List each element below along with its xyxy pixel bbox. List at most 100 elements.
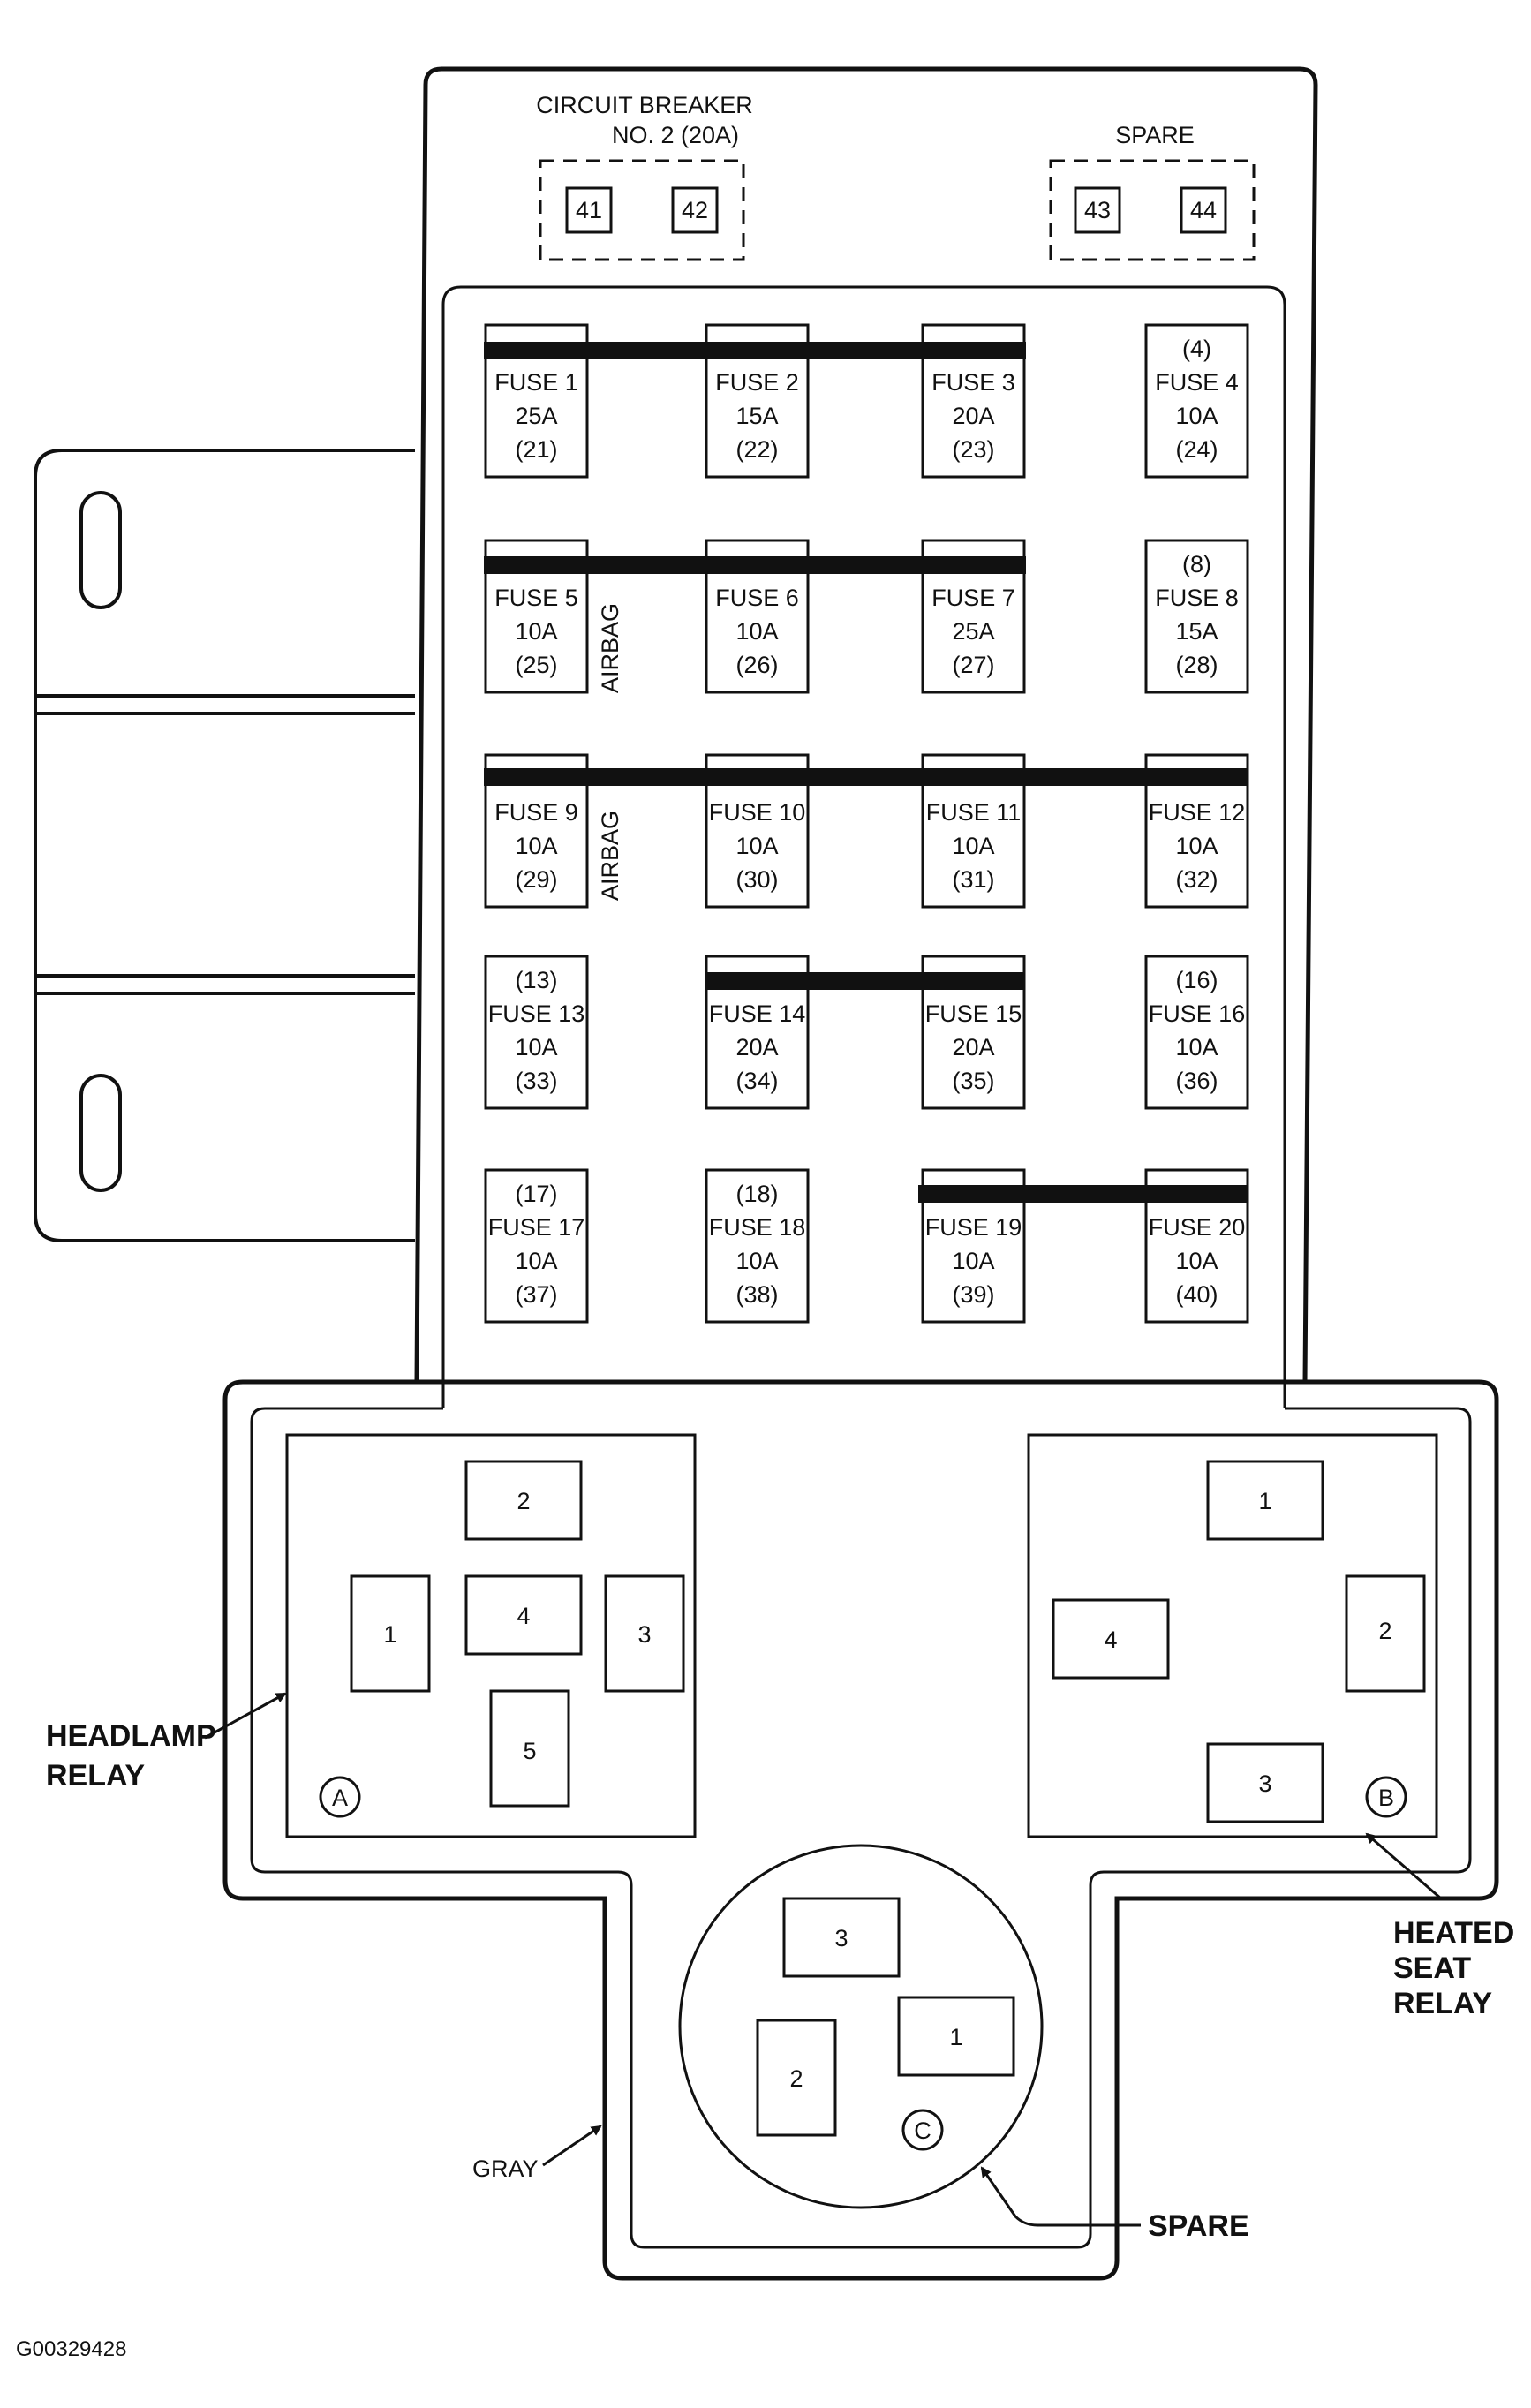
fuse-17-cavity: (37) [515,1281,557,1308]
fuse-20-amp: 10A [1175,1248,1218,1274]
fuse-10-outline [705,753,810,909]
fuse-20-outline [1144,1168,1249,1324]
relay-a-letter-circle [319,1776,361,1818]
fuse-1-name: FUSE 1 [494,369,578,396]
relay-c-terminal-1-label: 1 [949,2024,962,2050]
relay-c-letter: C [914,2117,931,2144]
callout-headlamp-line2: RELAY [46,1759,145,1793]
fuse-9-amp: 10A [515,833,557,859]
spare-relay: 3 2 1 C [678,1844,1044,2209]
fuse-20-name: FUSE 20 [1149,1214,1246,1241]
fuse-18-cavity: (38) [735,1281,778,1308]
callout-gray-text: GRAY [472,2155,539,2182]
fuse-4-name: FUSE 4 [1155,369,1239,396]
fuse-5-amp: 10A [515,618,557,645]
fuse-8-top: (8) [1182,551,1211,577]
fuse-7-name: FUSE 7 [931,585,1015,611]
headlamp-arrow [204,1692,287,1740]
fuse-12-cavity: (32) [1175,866,1218,893]
fuse-10-cavity: (30) [735,866,778,893]
cavity-44-label: 44 [1190,197,1217,223]
callout-headlamp: HEADLAMP RELAY [46,1692,287,1793]
fuse-17-amp: 10A [515,1248,557,1274]
fuse-4-top: (4) [1182,336,1211,362]
fuse-19-name: FUSE 19 [925,1214,1022,1241]
fuse-16: (16) FUSE 16 10A (36) [1144,955,1249,1110]
mounting-bracket [34,449,415,1242]
relay-b-terminal-1 [1206,1460,1324,1541]
fuse-6-amp: 10A [735,618,778,645]
heated-seat-arrow [1365,1832,1442,1900]
fuse-14-amp: 20A [735,1034,778,1061]
relay-a-terminal-4-label: 4 [517,1603,530,1629]
fuse-15-cavity: (35) [952,1068,994,1094]
fuse-4-cavity: (24) [1175,436,1218,463]
fuse-6-cavity: (26) [735,652,778,678]
fuse-13-cavity: (33) [515,1068,557,1094]
fuse-11-cavity: (31) [952,866,994,893]
cavity-41-label: 41 [576,197,602,223]
cavity-44 [1180,186,1227,234]
relay-c-terminal-3 [782,1897,901,1978]
fuse-1-amp: 25A [515,403,557,429]
fuse-16-top: (16) [1175,967,1218,993]
relay-b-terminal-4-label: 4 [1104,1627,1117,1653]
fuse-panel [441,285,1286,1408]
bus-bar-row1 [484,342,1026,359]
fuse-19-amp: 10A [952,1248,994,1274]
callout-gray: GRAY [472,2125,602,2182]
top-spare-label: SPARE [1115,122,1195,148]
relay-a-terminal-1-label: 1 [383,1621,396,1648]
relay-c-terminal-3-label: 3 [834,1925,848,1951]
spare-outline [1049,159,1256,261]
fuse-16-cavity: (36) [1175,1068,1218,1094]
fuse-16-amp: 10A [1175,1034,1218,1061]
fuse-5-outline [484,539,589,694]
spare-arrow [980,2166,1141,2227]
airbag-label-1: AIRBAG [597,603,623,693]
fuse-17-name: FUSE 17 [488,1214,585,1241]
fuse-2-name: FUSE 2 [715,369,799,396]
heated-seat-relay: 1 4 2 3 B [1027,1433,1438,1838]
fuse-16-name: FUSE 16 [1149,1000,1246,1027]
callout-headlamp-line1: HEADLAMP [46,1719,216,1753]
fuse-18-outline [705,1168,810,1324]
bus-bar-row5 [918,1185,1248,1203]
fuse-8-cavity: (28) [1175,652,1218,678]
fuse-15-outline [921,955,1026,1110]
fuse-13-top: (13) [515,967,557,993]
cavity-42 [671,186,719,234]
relay-b-socket [1027,1433,1438,1838]
fuse-6-outline [705,539,810,694]
fuse-14-name: FUSE 14 [709,1000,806,1027]
fuse-4-amp: 10A [1175,403,1218,429]
relay-a-terminal-1 [350,1574,431,1693]
cavity-42-label: 42 [682,197,708,223]
fuse-block-housing [414,66,1318,1383]
gray-arrow [542,2125,602,2167]
fuse-3-outline [921,323,1026,479]
mounting-slot-lower [79,1074,122,1192]
fuse-15-name: FUSE 15 [925,1000,1022,1027]
relay-b-letter-circle [1365,1776,1407,1818]
relay-a-terminal-3 [604,1574,685,1693]
fuse-13-amp: 10A [515,1034,557,1061]
bus-bar-row2 [484,556,1026,574]
fuse-7-cavity: (27) [952,652,994,678]
relay-housing-inner [250,1407,1472,2249]
cavity-43 [1074,186,1121,234]
headlamp-relay: 2 1 4 3 5 A [285,1433,697,1838]
relay-a-terminal-5-label: 5 [523,1738,536,1764]
fuse-8-outline [1144,539,1249,694]
relay-b-terminal-2 [1345,1574,1426,1693]
relay-a-socket [285,1433,697,1838]
fuse-8-amp: 15A [1175,618,1218,645]
fuse-3-name: FUSE 3 [931,369,1015,396]
